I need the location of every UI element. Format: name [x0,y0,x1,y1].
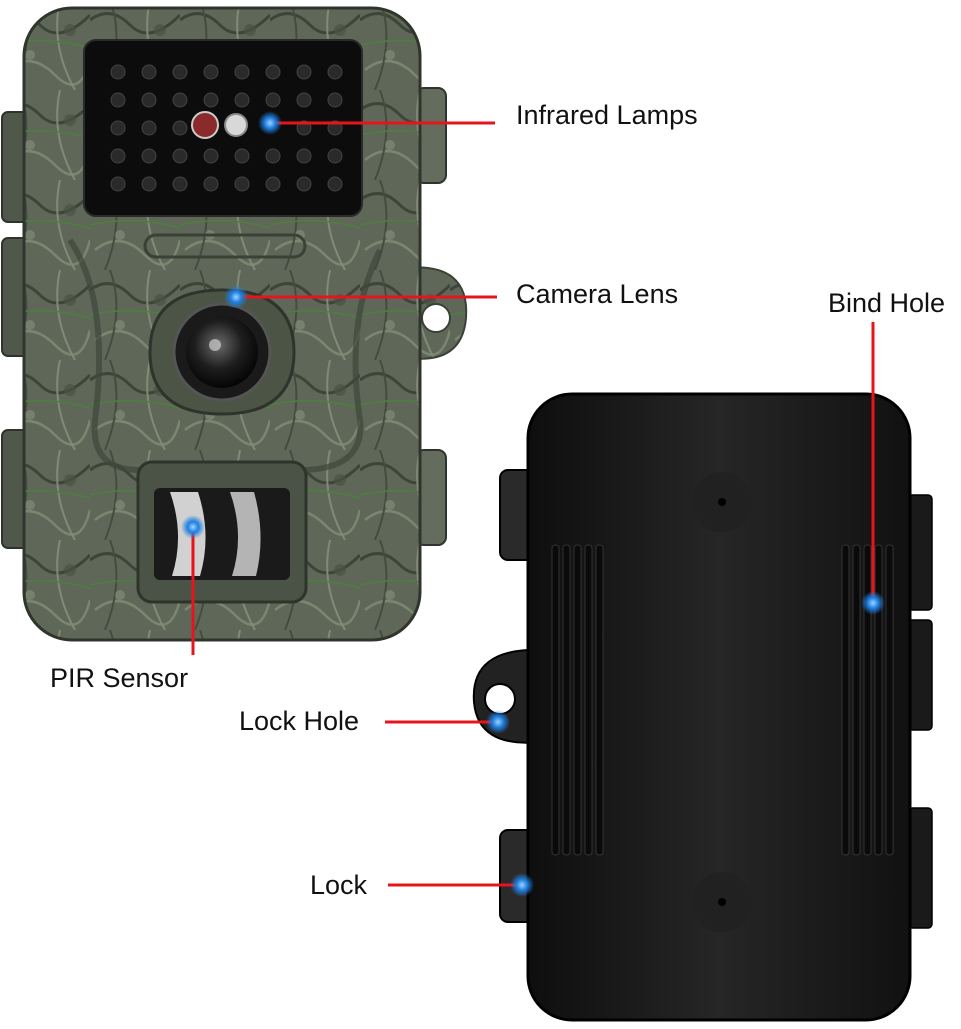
infrared-led [110,64,126,80]
label-pir-sensor: PIR Sensor [50,663,189,693]
infrared-led [172,92,188,108]
callout-lines [191,121,875,887]
infrared-led [203,148,219,164]
infrared-led [234,148,250,164]
strap-channel-rib [885,544,894,856]
infrared-led [141,92,157,108]
label-camera-lens: Camera Lens [516,279,679,309]
strap-channel-rib [595,544,604,856]
infrared-led [141,64,157,80]
marker-camera-lens [224,285,248,309]
camera-lens [186,316,258,388]
infrared-led [327,176,343,192]
infrared-led [296,176,312,192]
strap-channel-rib [874,544,883,856]
strap-channel-rib [551,544,560,856]
infrared-led [110,120,126,136]
vent-slot [143,233,307,259]
callout-markers [181,111,885,897]
back-lock-hole [484,683,516,715]
infrared-led [110,176,126,192]
strap-channel-rib [562,544,571,856]
infrared-led [141,176,157,192]
infrared-led [172,120,188,136]
back-right-strap-upper [907,494,933,611]
infrared-led [265,148,281,164]
light-sensor [191,111,219,139]
infrared-led [172,64,188,80]
infrared-led [172,176,188,192]
back-right-strap-lower [907,807,933,929]
infrared-led-grid [110,64,343,192]
marker-infrared-lamps [258,111,282,135]
back-right-strap-middle [907,619,933,731]
infrared-led [203,64,219,80]
strap-channel-rib [841,544,850,856]
infrared-led [265,92,281,108]
infrared-led [110,92,126,108]
infrared-led [203,92,219,108]
infrared-led [327,64,343,80]
strap-channel-rib [573,544,582,856]
infrared-led [141,148,157,164]
back-camera [472,392,933,1022]
strap-channel-rib [852,544,861,856]
marker-bind-hole [861,591,885,615]
marker-lock-hole [486,710,510,734]
infrared-led [296,64,312,80]
infrared-led [265,64,281,80]
infrared-led [296,92,312,108]
infrared-led [172,148,188,164]
indicator-led [224,113,248,137]
back-camera-body [526,392,912,1022]
strap-channel-rib [584,544,593,856]
infrared-led [234,176,250,192]
infrared-led [327,92,343,108]
strap-channel-rib [863,544,872,856]
infrared-led [265,176,281,192]
infrared-led [110,148,126,164]
label-bind-hole: Bind Hole [828,288,946,318]
marker-pir-sensor [181,515,205,539]
infrared-led [327,148,343,164]
label-lock: Lock [310,870,368,900]
infrared-led [141,120,157,136]
infrared-led [234,64,250,80]
back-strap-channel-left [551,544,604,856]
back-strap-channel-right [841,544,894,856]
label-lock-hole: Lock Hole [239,706,360,736]
infrared-lamp-panel [83,39,363,217]
front-lock-hole [421,303,451,333]
marker-lock [510,873,534,897]
front-camera [1,6,468,642]
infrared-led [296,148,312,164]
infrared-led [234,92,250,108]
label-infrared-lamps: Infrared Lamps [516,100,698,130]
infrared-led [203,176,219,192]
